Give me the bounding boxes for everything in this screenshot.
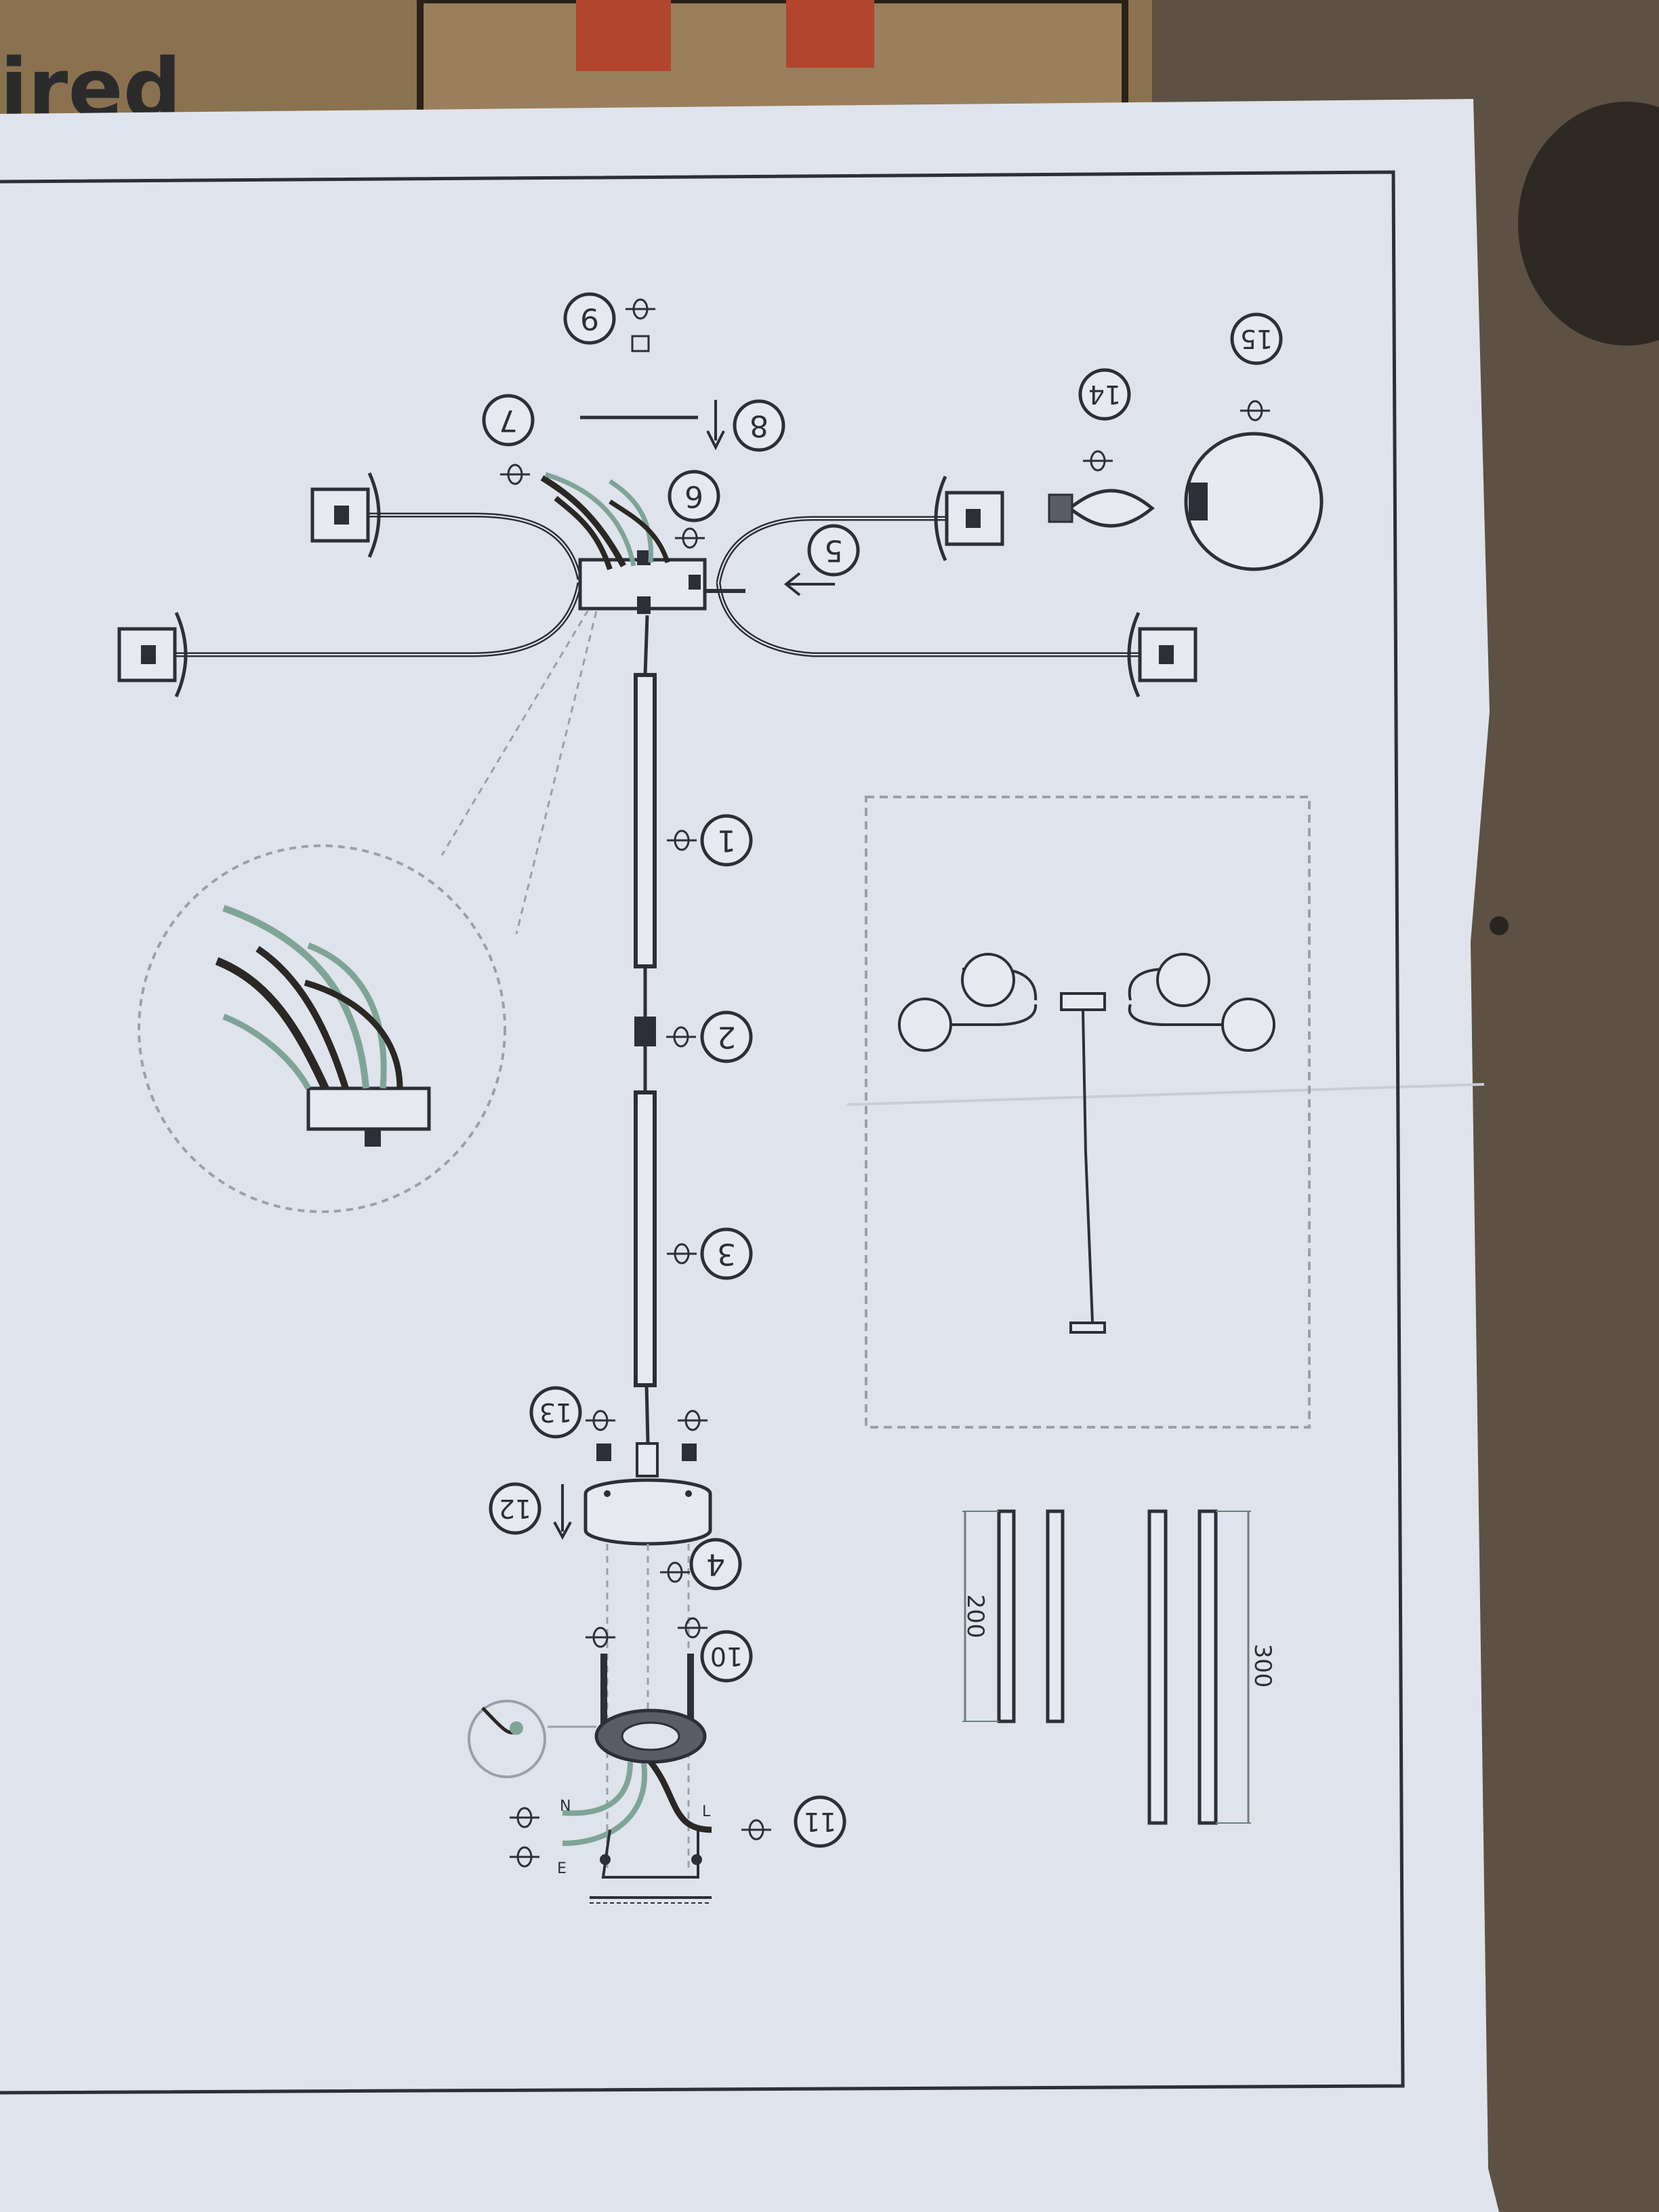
callout-label: 5 [824, 533, 843, 568]
canopy-assembly [468, 1443, 712, 1904]
assembled-view [865, 796, 1311, 1429]
junction-box [540, 472, 745, 614]
callout-part-10: 10 [700, 1630, 753, 1683]
callout-label: 15 [1240, 324, 1273, 354]
paper-sheet [0, 99, 1499, 2212]
callout-part-14: 14 [1078, 368, 1131, 421]
callout-label: 2 [717, 1020, 736, 1054]
floor-screw [1490, 916, 1509, 935]
callout-part-1: 1 [700, 814, 753, 867]
box-tape [417, 0, 1128, 119]
callout-label: 14 [1088, 380, 1121, 409]
callout-label: 8 [750, 409, 769, 443]
callout-label: 4 [706, 1547, 725, 1582]
wire-earth-label: E [557, 1860, 567, 1877]
bulb [1048, 489, 1155, 528]
wire-neutral-label: N [560, 1798, 571, 1815]
callout-part-13: 13 [529, 1386, 582, 1439]
globe [1184, 432, 1324, 571]
callout-label: 12 [499, 1494, 531, 1523]
paper-frame [0, 170, 1405, 2095]
right-arms [716, 476, 1195, 697]
rod-short-length: 200 [962, 1595, 989, 1639]
paper-fold [846, 1083, 1485, 1106]
pole [634, 615, 659, 1477]
callout-part-5: 5 [807, 524, 860, 577]
wire-live-label: L [702, 1803, 711, 1820]
callout-part-8: 8 [733, 399, 785, 452]
callout-part-15: 15 [1230, 312, 1283, 365]
callout-label: 11 [804, 1807, 836, 1837]
callout-part-9: 9 [563, 292, 616, 345]
box-red-print [576, 0, 671, 71]
callout-label: 7 [499, 403, 518, 438]
callout-part-12: 12 [489, 1482, 541, 1535]
junction-detail [138, 609, 598, 1213]
rod-long-length: 300 [1249, 1644, 1276, 1688]
callout-label: 6 [684, 479, 703, 514]
callout-label: 1 [717, 823, 736, 858]
callout-label: 13 [539, 1397, 572, 1427]
callout-label: 10 [710, 1641, 743, 1671]
callout-part-3: 3 [700, 1227, 753, 1280]
left-arms [119, 473, 582, 697]
floor-shadow [1518, 102, 1659, 346]
rod-dimensions [962, 1509, 1251, 1825]
box-red-print-2 [786, 0, 874, 68]
callout-part-7: 7 [482, 394, 535, 447]
callout-label: 9 [580, 302, 599, 336]
hardware-icons [499, 298, 1271, 1868]
callout-part-6: 6 [668, 470, 720, 523]
callout-label: 3 [717, 1237, 736, 1271]
callout-part-4: 4 [689, 1538, 742, 1591]
callout-part-11: 11 [794, 1795, 846, 1848]
callout-part-2: 2 [700, 1010, 753, 1063]
